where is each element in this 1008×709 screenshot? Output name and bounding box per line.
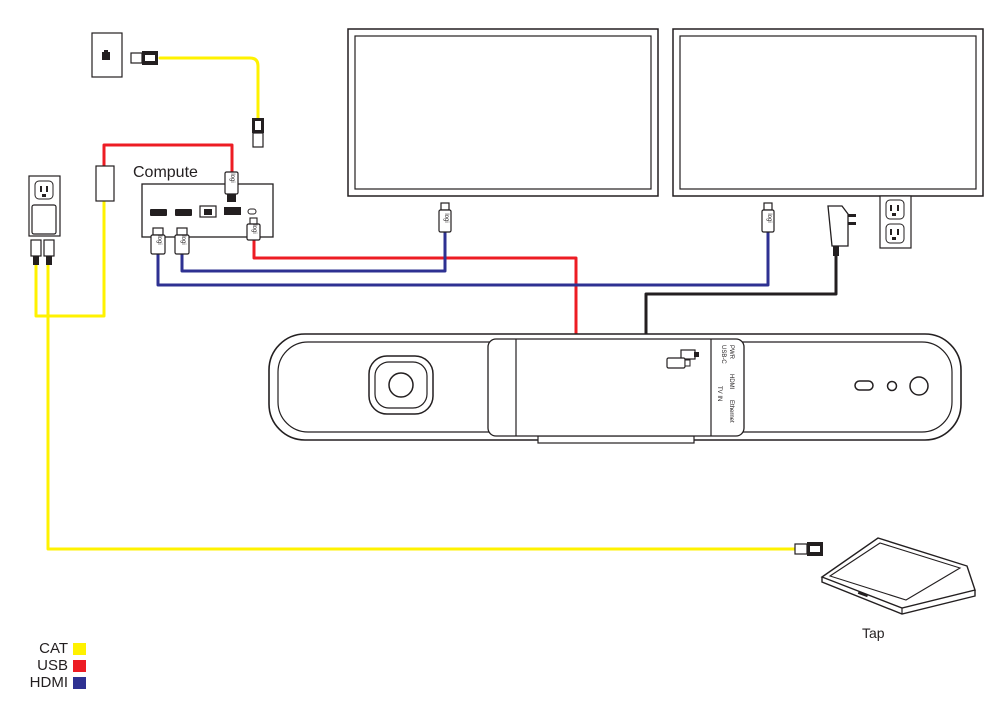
svg-text:logi: logi [180,235,186,244]
cat-connector-tap [794,542,823,556]
display-2 [672,28,984,197]
svg-text:logi: logi [229,173,235,182]
hdmi-cable-display-2 [156,230,770,287]
port-label-usb-c: USB-C [720,345,726,364]
cables [34,56,838,551]
usb-c-connector-compute: logi [246,217,261,241]
legend-label: USB [37,657,68,674]
port-label-tv-in: TV IN [716,386,722,401]
svg-text:logi: logi [766,213,772,222]
port-label-pwr: PWR [728,345,734,360]
port-label-hdmi: HDMI [728,374,734,390]
compute-hdmi-port-1 [150,209,167,216]
port-label-ethernet: Ethernet [728,400,734,423]
legend-item-cat: CAT [0,640,86,657]
video-bar: PWR USB-C HDMI TV IN Ethernet [268,333,962,444]
compute-usb-port [224,207,241,215]
legend-swatch [73,642,86,655]
power-adapter [827,205,856,256]
cat-connector-wall [130,51,158,65]
hdmi-connector-compute-1: logi [150,227,166,255]
tap-label: Tap [862,625,885,641]
bar-port-connectors [666,349,699,369]
display-1 [347,28,659,197]
legend-swatch [73,659,86,672]
cat-connector-compute [252,118,264,148]
camera-lens [368,355,434,415]
legend-item-hdmi: HDMI [0,674,86,691]
tap-device [820,537,976,615]
port-panel: PWR USB-C HDMI TV IN Ethernet [487,338,745,437]
legend-item-usb: USB [0,657,86,674]
usb-connector-compute-top: logi [224,171,239,202]
hdmi-connector-display-2: logi [761,202,775,233]
power-outlet-right [879,195,912,249]
usb-cable-psu-to-compute [102,143,234,174]
compute-label: Compute [133,164,198,181]
legend-label: CAT [39,640,68,657]
legend-swatch [73,676,86,689]
svg-text:logi: logi [443,213,449,222]
compute-hdmi-port-2 [175,209,192,216]
hdmi-connector-display-1: logi [438,202,452,233]
svg-text:logi: logi [251,224,257,233]
cat-cable-wall-to-psu [34,199,106,318]
power-outlet-left [28,175,61,237]
legend: CAT USB HDMI [0,640,86,691]
hdmi-cable-display-1 [180,230,447,273]
network-wall-jack [91,32,123,78]
cat-connectors-left-outlet [30,239,55,265]
svg-text:logi: logi [156,235,162,244]
bar-indicators [854,376,929,396]
legend-label: HDMI [29,674,68,691]
hdmi-connector-compute-2: logi [174,227,190,255]
compute-usb-c-port [247,208,257,215]
power-supply-box [95,165,115,202]
cat-cable-wall-jack-to-compute [158,56,260,120]
compute-ethernet-port [199,205,217,218]
cat-cable-compute-to-tap [46,263,797,551]
